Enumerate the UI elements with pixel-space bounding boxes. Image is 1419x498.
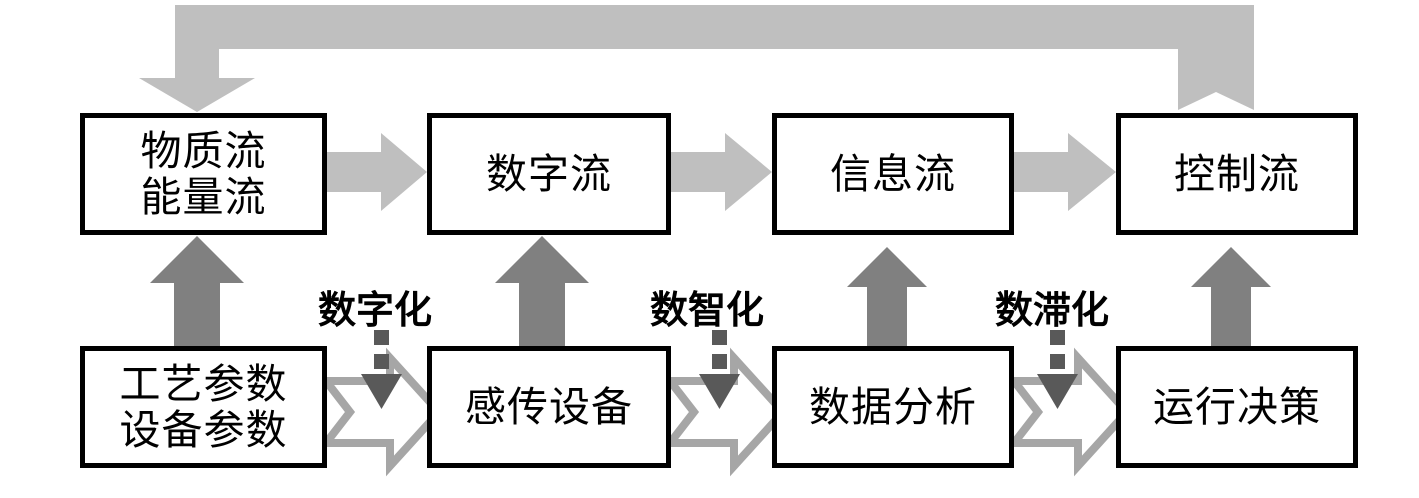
connector-digital-lag-marker [1037,330,1078,409]
node-label-line: 能量流 [140,174,267,220]
node-label-line: 数字流 [486,150,612,197]
node-information-flow[interactable]: 信息流 [772,113,1014,235]
stage-label-digital-intelligence: 数智化 [650,290,765,332]
connector-digital-to-information [671,133,772,211]
node-control-flow[interactable]: 控制流 [1116,113,1358,235]
node-label-line: 物质流 [140,127,267,174]
node-label-line: 工艺参数 [119,360,288,407]
node-process-equipment-parameters[interactable]: 工艺参数 设备参数 [80,346,327,468]
stage-label-digital-lag: 数滞化 [995,290,1110,332]
connector-sensing-to-digital [495,236,589,348]
connector-analysis-to-information [847,247,927,348]
node-digital-flow[interactable]: 数字流 [427,113,671,235]
connector-control-to-material-feedback [139,5,1254,112]
node-label-line: 感传设备 [465,383,633,430]
node-material-energy-flow[interactable]: 物质流 能量流 [80,113,327,235]
connector-information-to-control [1014,133,1116,211]
node-data-analysis[interactable]: 数据分析 [772,346,1014,468]
node-label-line: 控制流 [1174,150,1300,197]
node-sensing-transmission-equipment[interactable]: 感传设备 [427,346,671,468]
connector-parameters-to-material [150,236,244,348]
connector-decision-to-control [1191,247,1271,348]
node-label-line: 设备参数 [119,407,288,453]
connector-digitalization-marker [361,330,402,409]
connector-analysis-to-decision [1005,347,1133,477]
connector-material-to-digital [327,133,427,211]
stage-label-digitalization: 数字化 [318,290,433,332]
node-label-line: 数据分析 [809,383,977,430]
connector-digital-intelligence-marker [699,330,740,409]
connector-parameters-to-sensing [317,347,445,477]
node-operation-decision[interactable]: 运行决策 [1116,346,1358,468]
node-label-line: 信息流 [830,150,956,197]
node-label-line: 运行决策 [1153,383,1321,430]
connector-sensing-to-analysis [661,347,789,477]
